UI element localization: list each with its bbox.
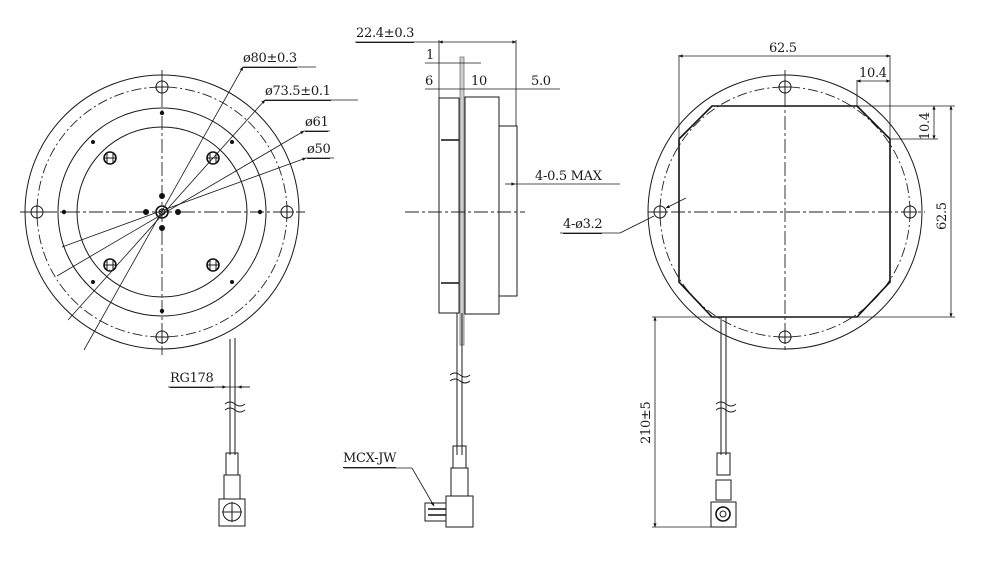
plate bbox=[459, 56, 465, 346]
dim-mount-holes: 4-ø3.2 bbox=[563, 217, 603, 234]
center-feed-icon bbox=[143, 193, 181, 231]
dim-plate-thickness: 1 bbox=[426, 48, 434, 63]
dim-chamfer-y: 10.4 bbox=[918, 112, 933, 140]
dim-chamfer-x: 10.4 bbox=[859, 66, 887, 81]
dim-bolt-circle: ø73.5±0.1 bbox=[265, 84, 331, 101]
cap bbox=[498, 125, 518, 297]
diameter-leaders bbox=[56, 66, 358, 351]
dim-cable-length: 210±5 bbox=[639, 401, 654, 444]
circle-61 bbox=[57, 107, 267, 317]
dim-cap: 5.0 bbox=[531, 74, 551, 89]
dim-inner-diameter: ø50 bbox=[307, 142, 331, 159]
flange bbox=[438, 97, 460, 314]
dim-height: 62.5 bbox=[935, 202, 950, 230]
cable-type-label: RG178 bbox=[170, 371, 214, 388]
dim-mid-diameter: ø61 bbox=[305, 115, 329, 132]
mcx-jw-connector-icon bbox=[344, 445, 474, 528]
dim-body: 10 bbox=[471, 74, 487, 89]
connector-front-icon bbox=[218, 452, 246, 527]
dim-overall-thickness: 22.4±0.3 bbox=[356, 26, 415, 43]
rear-view bbox=[560, 54, 955, 528]
connector-rear-icon bbox=[710, 452, 737, 528]
rear-mount-hole-icons bbox=[653, 80, 917, 344]
rivet-dots bbox=[61, 110, 263, 314]
octagonal-body bbox=[678, 105, 891, 318]
connector-type-label: MCX-JW bbox=[343, 451, 397, 468]
cable-front bbox=[168, 338, 250, 455]
front-view bbox=[20, 66, 358, 527]
screw-head-icons bbox=[103, 151, 220, 272]
dim-outer-diameter: ø80±0.3 bbox=[243, 51, 297, 68]
dim-flange: 6 bbox=[425, 74, 433, 89]
mount-hole-icons bbox=[30, 80, 294, 344]
body bbox=[464, 96, 500, 315]
dim-protrusion: 4-0.5 MAX bbox=[535, 169, 602, 184]
dim-width: 62.5 bbox=[769, 41, 797, 56]
